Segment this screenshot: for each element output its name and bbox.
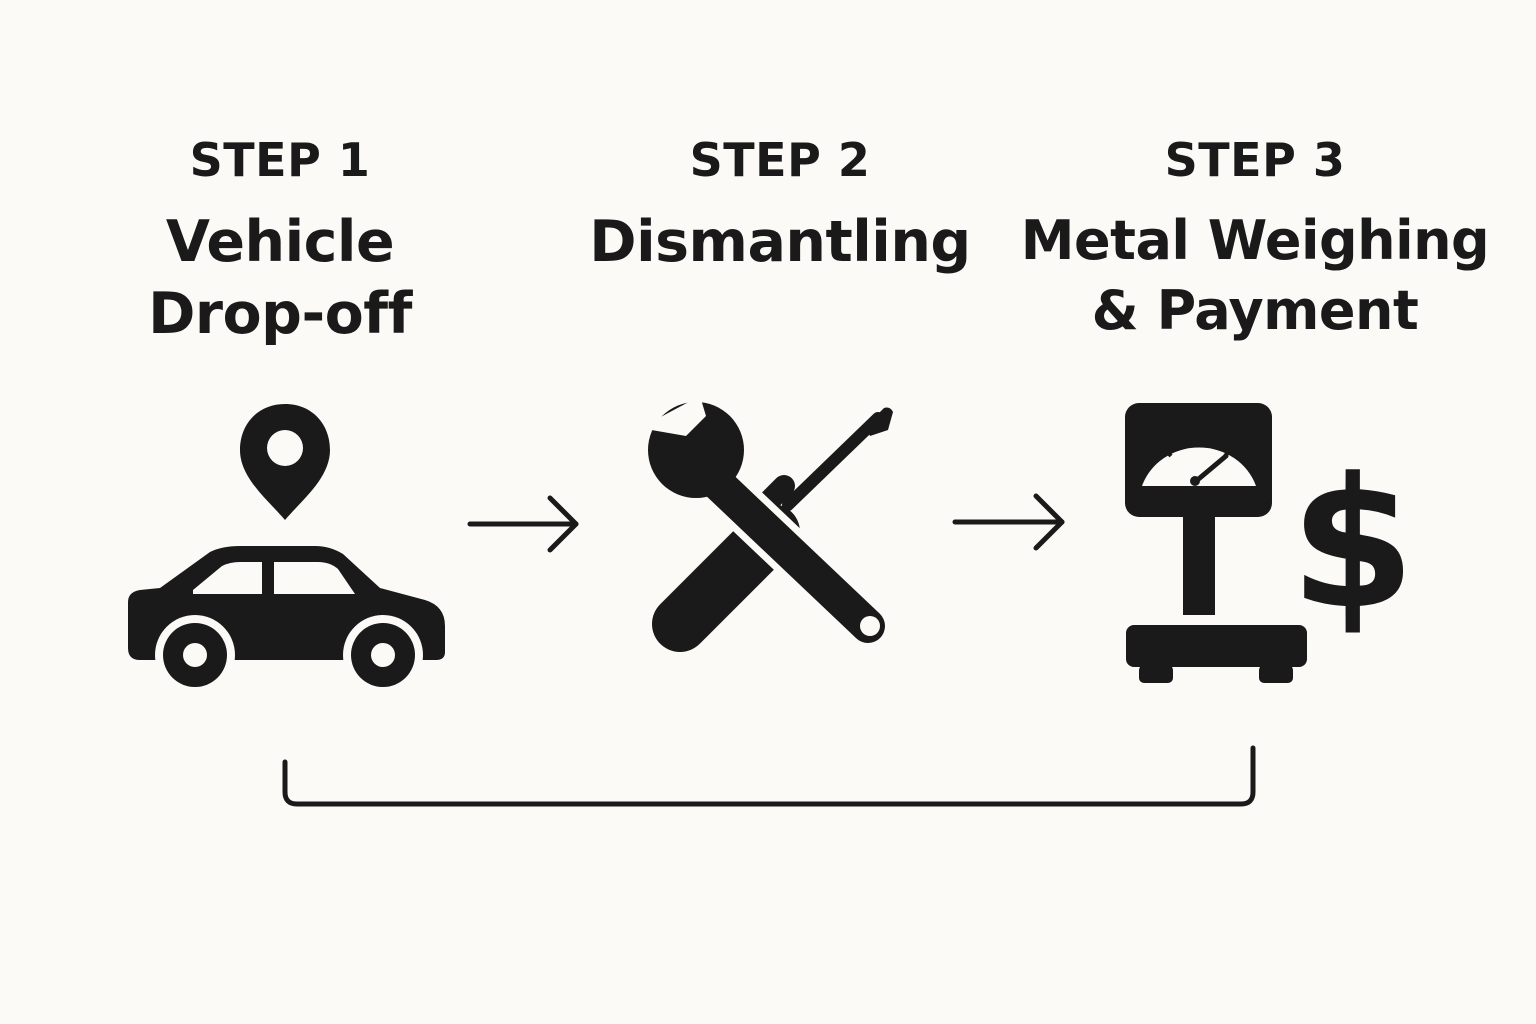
step-1-title-line-1: Vehicle <box>165 209 395 275</box>
step-2-title: Dismantling <box>570 206 990 278</box>
step-1-title-line-2: Drop-off <box>148 281 412 347</box>
step-3-number: STEP 3 <box>1164 133 1346 187</box>
step-3-title-line-2: & Payment <box>1091 279 1419 342</box>
car-icon <box>128 546 445 695</box>
step-2-number: STEP 2 <box>689 133 871 187</box>
dollar-icon: $ <box>1290 440 1416 649</box>
step-1: STEP 1 Vehicle Drop-off <box>110 130 450 350</box>
wrench-icon <box>640 396 892 650</box>
step-3: STEP 3 Metal Weighing & Payment <box>1020 130 1490 346</box>
location-pin-icon <box>240 404 330 520</box>
step-3-title: Metal Weighing & Payment <box>1020 206 1490 346</box>
step-2-title-line-1: Dismantling <box>589 209 971 275</box>
step-3-title-line-1: Metal Weighing <box>1020 209 1490 272</box>
arrow-icon <box>467 495 579 553</box>
arrow-icon <box>952 493 1065 551</box>
step-1-title: Vehicle Drop-off <box>110 206 450 350</box>
weighing-scale-icon <box>1125 403 1307 683</box>
step-1-number: STEP 1 <box>189 133 371 187</box>
step-2: STEP 2 Dismantling <box>570 130 990 278</box>
bracket-line <box>282 745 1256 807</box>
